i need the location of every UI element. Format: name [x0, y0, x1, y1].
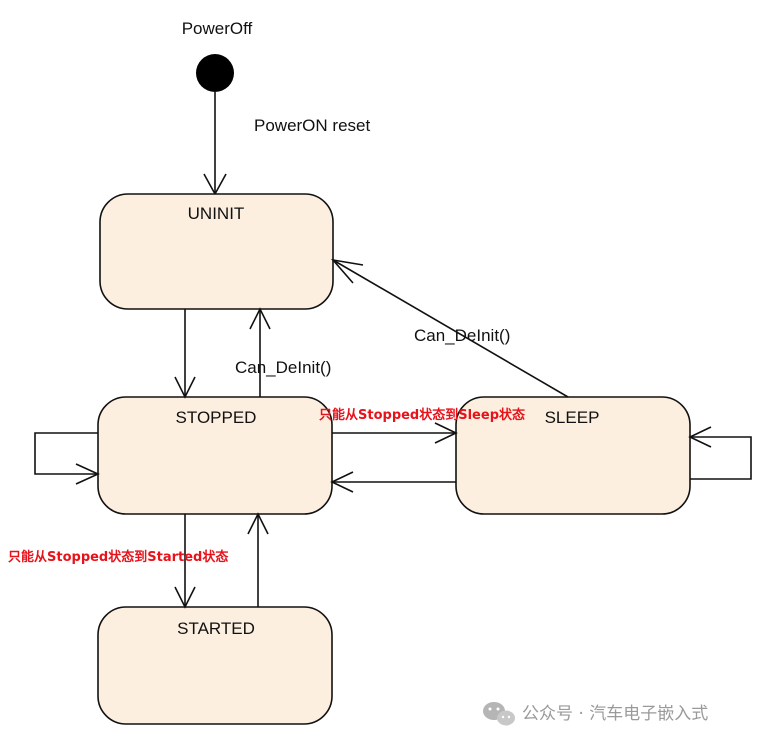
edge-sleep-to-stopped — [330, 471, 456, 493]
annotation-stopped-to-started: 只能从Stopped状态到Started状态 — [8, 549, 228, 565]
watermark: 公众号 · 汽车电子嵌入式 — [483, 702, 708, 726]
state-sleep: SLEEP — [455, 396, 691, 515]
wechat-icon — [483, 702, 515, 726]
edge-stopped-self-loop — [34, 432, 100, 485]
state-stopped-label: STOPPED — [176, 408, 257, 427]
edge-stopped-to-sleep — [332, 422, 458, 444]
watermark-text: 公众号 · 汽车电子嵌入式 — [522, 704, 708, 724]
edge-sleep-to-uninit — [330, 258, 569, 398]
edge-uninit-to-stopped — [174, 309, 196, 399]
poweroff-label: PowerOff — [182, 19, 253, 38]
edge-stopped-to-uninit — [249, 307, 271, 397]
state-sleep-label: SLEEP — [545, 408, 600, 427]
edge-stopped-to-started — [174, 514, 196, 609]
deinit-sleep-label: Can_DeInit() — [414, 326, 510, 345]
initial-node — [196, 54, 234, 92]
annotation-stopped-to-sleep: 只能从Stopped状态到Sleep状态 — [319, 407, 525, 423]
state-stopped: STOPPED — [97, 396, 333, 515]
state-uninit: UNINIT — [99, 193, 334, 310]
state-uninit-label: UNINIT — [188, 204, 245, 223]
state-started-label: STARTED — [177, 619, 255, 638]
edge-started-to-stopped — [247, 512, 269, 607]
power-on-reset-label: PowerON reset — [254, 116, 370, 135]
edge-power-on-reset — [203, 92, 227, 196]
deinit-stopped-label: Can_DeInit() — [235, 358, 331, 377]
edge-sleep-self-loop — [688, 426, 752, 480]
state-started: STARTED — [97, 606, 333, 725]
